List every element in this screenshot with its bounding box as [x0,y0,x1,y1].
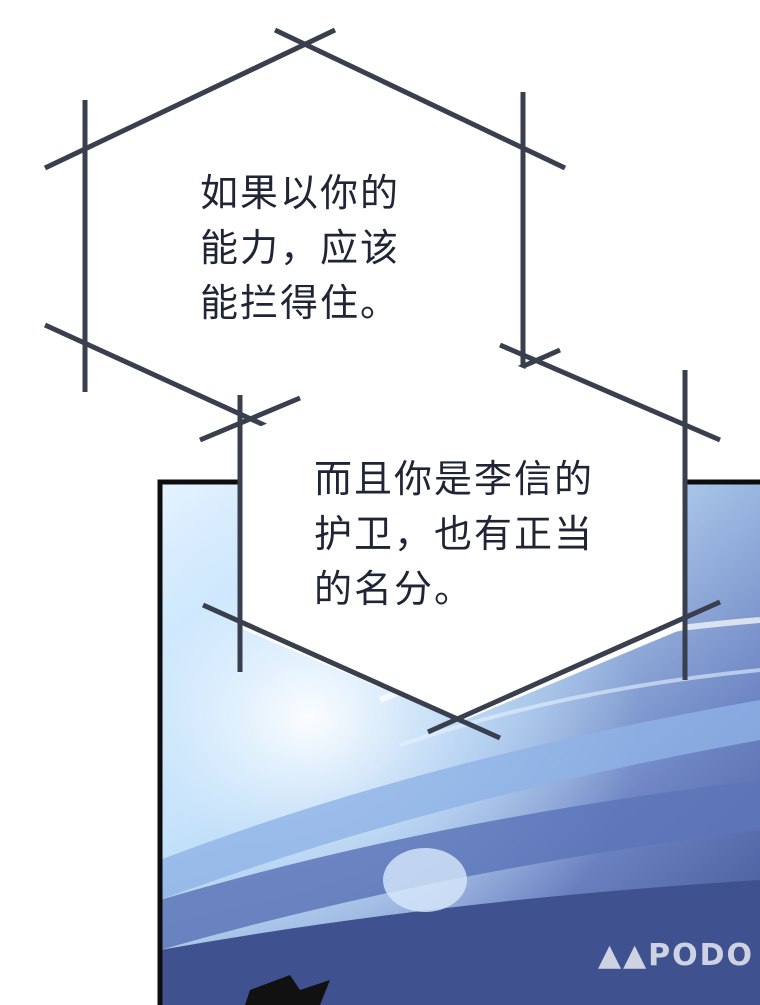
podo-watermark: ▲▲PODO [598,938,755,973]
speech-text-1: 如果以你的 能力，应该 能拦得住。 [200,171,401,325]
speech-text-2: 而且你是李信的 护卫，也有正当 的名分。 [314,457,595,611]
speech-bubble-2 [199,342,722,741]
speech-bubble-1 [43,27,567,445]
